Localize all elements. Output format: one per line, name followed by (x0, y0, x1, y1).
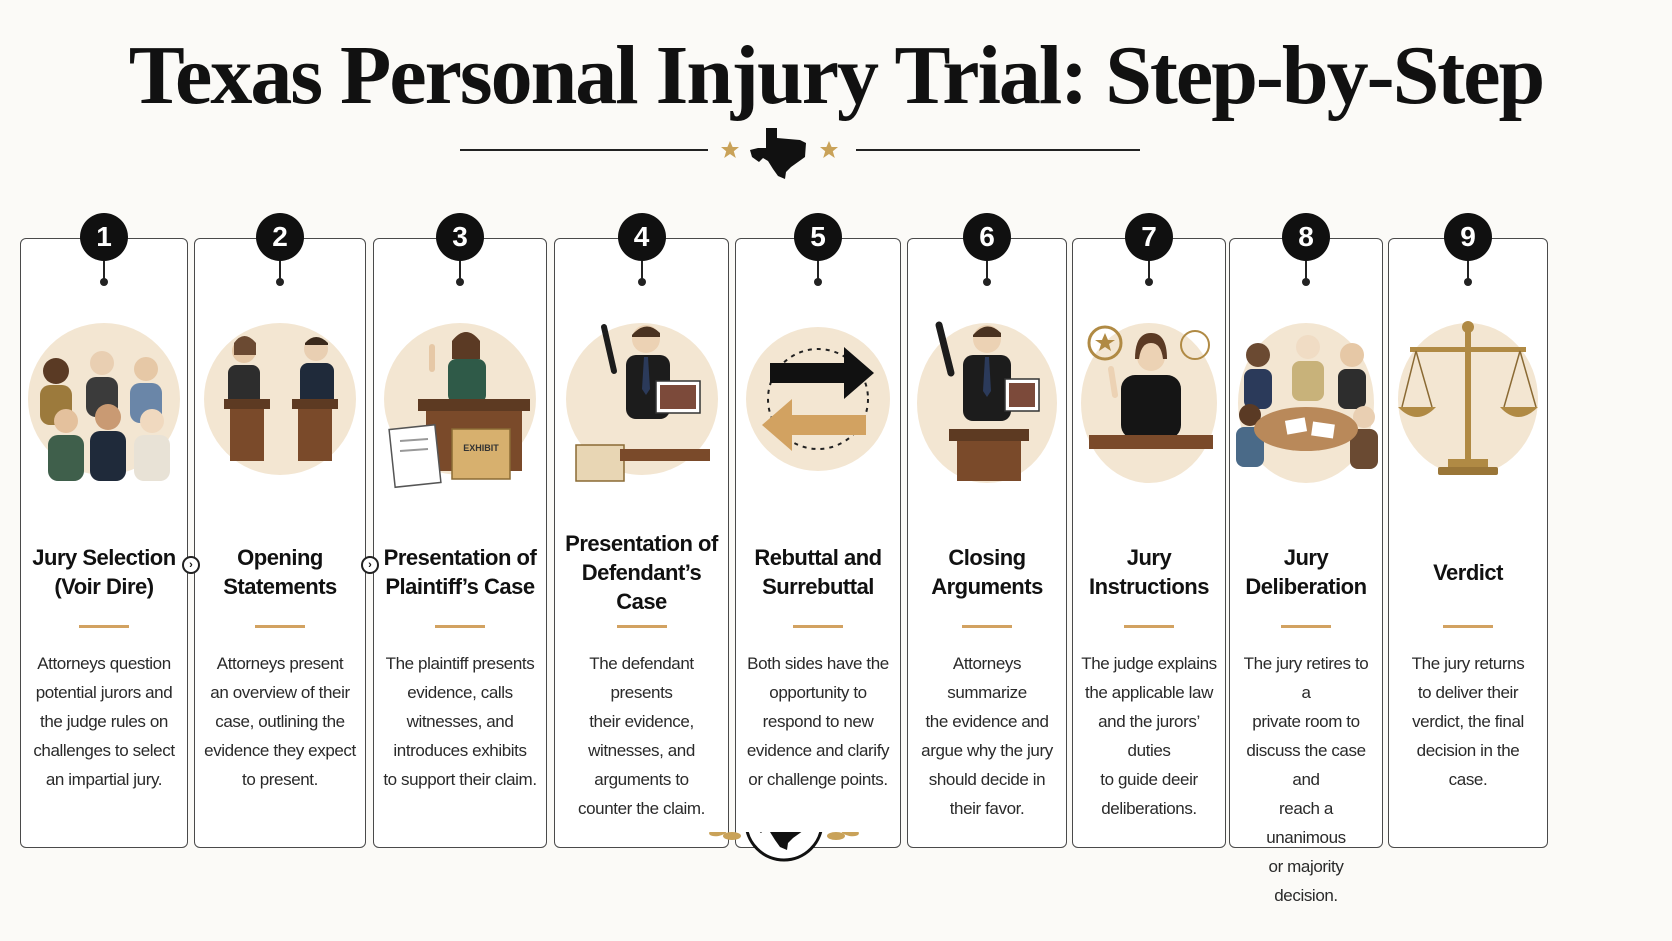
scales-of-justice-icon (1390, 299, 1546, 499)
step-number: 8 (1282, 213, 1330, 261)
step-card: 4 Presentation of Defendant’s Case The d… (554, 213, 729, 848)
step-description: The jury retires to a private room to di… (1243, 654, 1369, 905)
step-card: 9 Verdict The jury returns to deliver th… (1388, 213, 1548, 848)
title-underline (962, 625, 1012, 628)
connector-stem (1145, 261, 1153, 286)
step-description: Attorneys present an overview of their c… (204, 654, 356, 789)
step-description: Both sides have the opportunity to respo… (746, 654, 890, 789)
step-card: 7 Jury Instructions The judge explains t… (1071, 213, 1227, 848)
step-number: 3 (436, 213, 484, 261)
step-card: 1 Jury Selection (Voir Dire) Attorneys q… (20, 213, 188, 848)
step-description: The defendant presents their evidence, w… (578, 654, 705, 818)
step-card: 5 Rebuttal and Surrebuttal Both sides ha… (735, 213, 901, 848)
title-underline (255, 625, 305, 628)
connector-stem (1464, 261, 1472, 286)
texas-map-icon (750, 126, 806, 179)
connector-stem (276, 261, 284, 286)
star-icon (820, 141, 838, 158)
title-divider (440, 126, 1220, 188)
step-description: The plaintiff presents evidence, calls w… (383, 654, 537, 789)
connector-stem (814, 261, 822, 286)
footer-divider (190, 782, 1490, 932)
step-description: Attorneys summarize the evidence and arg… (921, 654, 1053, 818)
step-number: 4 (617, 213, 666, 261)
connector-stem (637, 261, 646, 286)
laurel-icon (827, 812, 887, 840)
step-number: 5 (794, 213, 842, 261)
chevron-right-icon: › (361, 556, 379, 574)
step-description: The jury returns to deliver their verdic… (1411, 654, 1525, 789)
deliberation-table-icon (1228, 299, 1384, 499)
title-underline (793, 625, 843, 628)
laurel-icon (681, 812, 741, 840)
step-number: 1 (80, 213, 128, 261)
jurors-group-icon (26, 299, 182, 499)
title-underline (1124, 625, 1174, 628)
step-title: Presentation of Plaintiff’s Case (383, 545, 537, 599)
connector-stem (456, 261, 464, 286)
step-card: 3 EXHIBIT Presentation of Plaintiff’s Ca… (373, 213, 547, 848)
step-card: 2 Opening Statements Attorneys present a… (194, 213, 366, 848)
witness-stand-icon: EXHIBIT (382, 299, 538, 499)
step-number: 2 (256, 213, 304, 261)
step-title: Verdict (1433, 559, 1503, 585)
connector-stem (983, 261, 991, 286)
attorneys-podiums-icon (202, 299, 358, 499)
title-underline (435, 625, 485, 628)
step-card: 6 Closing Arguments Attorneys summarize … (907, 213, 1067, 848)
step-card: 8 Jury Deliberation The jury retires to … (1228, 213, 1384, 905)
connector-stem (100, 261, 108, 286)
step-title: Rebuttal and Surrebuttal (754, 545, 882, 599)
closing-attorney-icon (909, 299, 1065, 499)
step-title: Jury Instructions (1089, 545, 1209, 599)
step-title: Opening Statements (223, 545, 337, 599)
connector-stem (1302, 261, 1310, 286)
exchange-arrows-icon (740, 299, 896, 499)
title-underline (1443, 625, 1493, 628)
star-icon (721, 141, 739, 158)
step-title: Closing Arguments (931, 545, 1043, 599)
chevron-right-icon: › (182, 556, 200, 574)
step-number: 7 (1125, 213, 1173, 261)
page-title: Texas Personal Injury Trial: Step-by-Ste… (128, 29, 1546, 122)
step-number: 6 (963, 213, 1011, 261)
step-title: Jury Selection (Voir Dire) (32, 545, 176, 599)
exhibit-label: EXHIBIT (463, 443, 499, 453)
judge-icon (1071, 299, 1227, 499)
title-underline (79, 625, 129, 628)
step-description: The judge explains the applicable law an… (1081, 654, 1217, 818)
title-underline (616, 625, 667, 628)
step-number: 9 (1444, 213, 1492, 261)
step-title: Presentation of Defendant’s Case (565, 530, 718, 614)
step-title: Jury Deliberation (1245, 545, 1367, 599)
defense-attorney-icon (564, 299, 720, 499)
title-underline (1281, 625, 1331, 628)
step-description: Attorneys question potential jurors and … (33, 654, 175, 789)
